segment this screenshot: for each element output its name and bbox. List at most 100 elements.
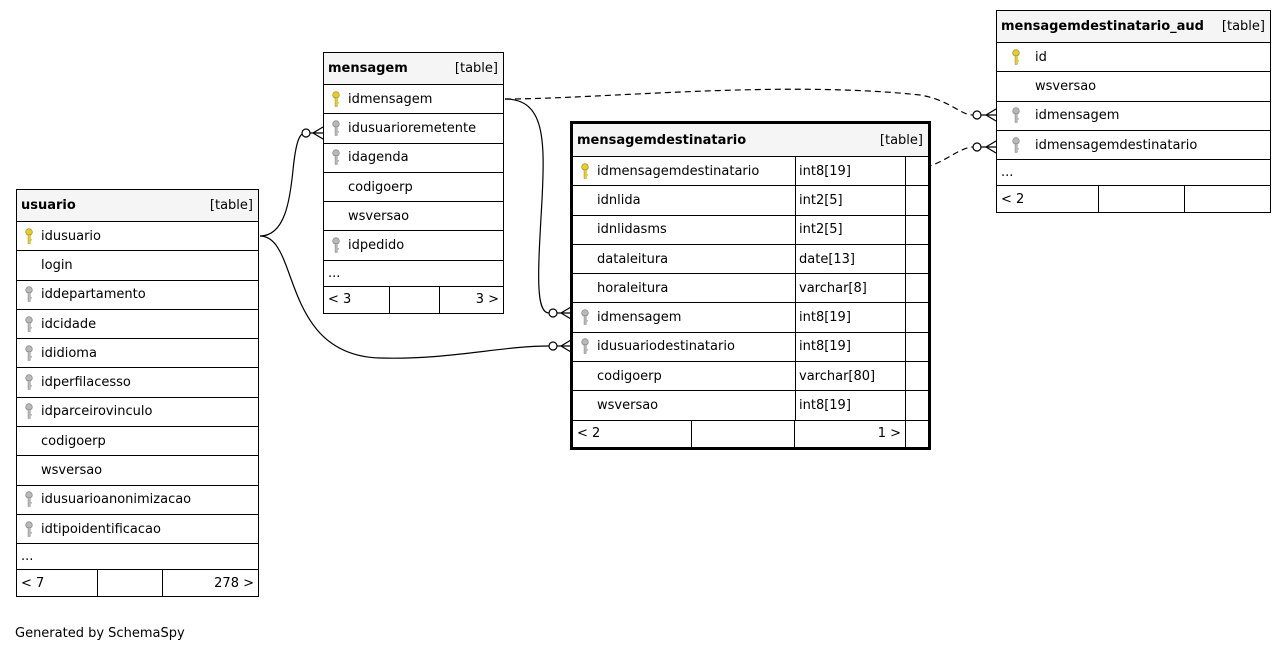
column-name-cell: codigoerp [17,427,258,455]
column-datatype: int8[19] [795,303,905,332]
column-row[interactable]: id [997,43,1270,73]
primary-key-icon [324,91,348,108]
column-name-cell: idmensagemdestinatario [573,157,795,185]
table-mensagemdestinatario[interactable]: mensagemdestinatario [table] idmensagemd… [570,121,931,450]
column-row[interactable]: idmensagem [997,102,1270,131]
foreign-key-icon [324,237,348,254]
column-name: idusuariodestinatario [597,339,735,355]
column-name: wsversao [348,208,410,224]
column-name: codigoerp [348,179,413,195]
column-name-cell: codigoerp [324,173,503,201]
table-mensagemdestinatario-aud[interactable]: mensagemdestinatario_aud [table] id wsver… [996,10,1271,214]
primary-key-icon [17,228,41,245]
column-datatype: int2[5] [795,215,905,244]
column-row[interactable]: codigoerp [324,173,503,203]
column-row[interactable]: idperfilacesso [17,368,258,398]
column-row[interactable]: idusuario [17,222,258,252]
column-name-cell: idmensagem [324,85,503,113]
table-header: mensagem [table] [324,53,503,85]
edge-destinatario-usuario-crow [557,339,572,353]
foreign-key-icon [17,315,41,333]
column-name: idusuarioanonimizacao [41,492,192,508]
column-row[interactable]: wsversao [997,72,1270,102]
table-type: [table] [209,198,253,213]
column-name-cell: idpedido [324,231,503,259]
column-row[interactable]: idusuariodestinatario int8[19] [573,332,928,363]
column-row[interactable]: idusuarioanonimizacao [17,486,258,515]
column-name-cell: wsversao [573,391,795,419]
column-name: idtipoidentificacao [41,521,161,537]
column-name: id [1035,49,1047,65]
column-row[interactable]: idpedido [324,231,503,261]
column-name-cell: wsversao [324,202,503,230]
column-name: ididioma [41,345,97,361]
children-count [1185,186,1270,212]
edge-destinatario-usuario-circle [548,341,558,351]
column-row[interactable]: idmensagem [324,85,503,115]
column-row[interactable]: wsversao [324,202,503,232]
column-row[interactable]: login [17,251,258,281]
table-footer: < 3 3 > [324,286,503,313]
column-row[interactable]: iddepartamento [17,281,258,310]
column-datatype: varchar[8] [795,274,905,303]
table-name: mensagem [328,61,408,76]
edge-aud-destinatario-crow [981,140,997,154]
column-row[interactable]: idagenda [324,144,503,173]
column-spacer [905,362,928,391]
foreign-key-icon [324,120,348,137]
more-columns: ... [997,160,1270,187]
column-name-cell: idusuario [17,222,258,250]
table-type: [table] [879,132,923,148]
edge-mensagem-usuario-crow [310,126,324,140]
table-mensagem[interactable]: mensagem [table] idmensagem idusuarioreme… [323,52,504,314]
foreign-key-icon [17,374,41,391]
column-name-cell: idmensagemdestinatario [997,131,1270,159]
more-columns: ... [17,544,258,571]
column-row[interactable]: ididioma [17,339,258,369]
footer-spacer [389,286,440,313]
foreign-key-icon [573,309,597,326]
foreign-key-icon [17,403,41,420]
parents-count: < 3 [328,292,352,308]
column-datatype: date[13] [795,244,905,274]
table-name: mensagemdestinatario_aud [1001,19,1204,34]
foreign-key-icon [17,491,41,508]
column-spacer [905,303,928,332]
foreign-key-icon [997,136,1035,154]
generated-by-footer: Generated by SchemaSpy [15,626,185,641]
column-name-cell: idtipoidentificacao [17,515,258,543]
column-row[interactable]: idusuarioremetente [324,114,503,144]
column-row[interactable]: dataleitura date[13] [573,244,928,275]
column-row[interactable]: wsversao [17,456,258,486]
edge-destinatario-mensagem-circle [548,308,558,318]
column-name: idcidade [41,316,97,332]
column-row[interactable]: codigoerp [17,427,258,457]
table-header: mensagemdestinatario_aud [table] [997,11,1270,43]
edge-aud-destinatario-circle [972,142,982,152]
column-row[interactable]: idparceirovinculo [17,398,258,428]
column-name: idmensagemdestinatario [597,163,760,179]
primary-key-icon [573,163,597,180]
column-datatype: int8[19] [795,332,905,362]
column-row[interactable]: idtipoidentificacao [17,515,258,545]
column-name-cell: dataleitura [573,245,795,273]
column-name: iddepartamento [41,287,146,303]
column-name-cell: idmensagem [573,303,795,331]
table-name: mensagemdestinatario [577,132,747,148]
column-name: idmensagem [348,91,433,107]
column-name: idusuario [41,228,101,244]
column-name: dataleitura [597,251,669,267]
foreign-key-icon [997,107,1035,124]
footer-spacer [97,570,163,597]
column-row[interactable]: idcidade [17,310,258,340]
column-name: idparceirovinculo [41,404,153,420]
column-row[interactable]: idmensagemdestinatario [997,131,1270,161]
